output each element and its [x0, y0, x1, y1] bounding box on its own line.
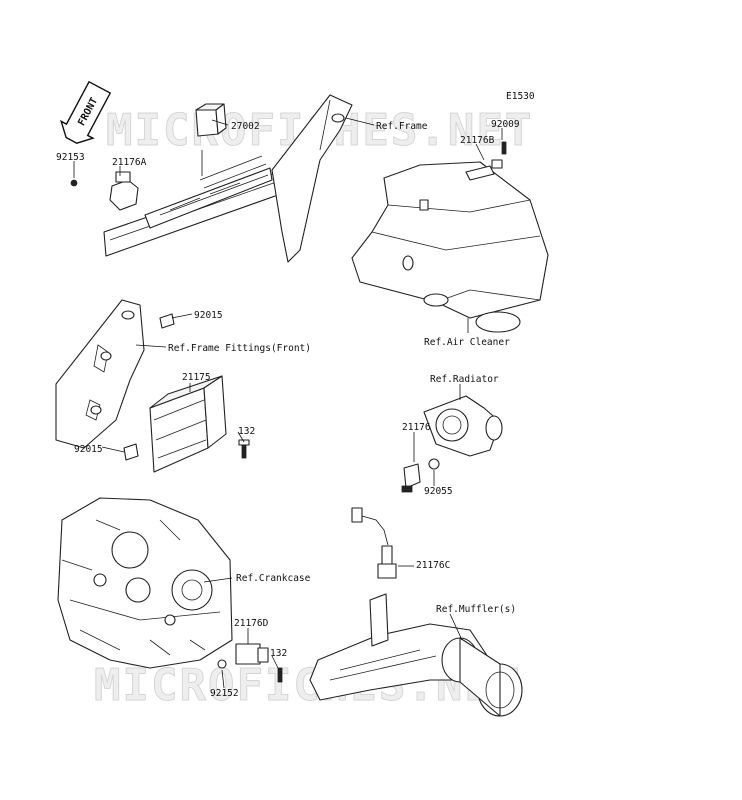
frame-drawing	[103, 94, 353, 263]
muffler-drawing	[309, 593, 523, 717]
radiator-thermostat-drawing	[401, 395, 503, 493]
diagram-code: E1530	[506, 91, 535, 102]
sensor-21176d-drawing	[217, 643, 283, 683]
ecu-21175-drawing	[149, 375, 250, 473]
front-arrow-icon: FRONT	[60, 80, 112, 144]
o2-sensor-21176c-drawing	[351, 507, 397, 579]
part-label-21175: 21175	[182, 372, 211, 383]
part-label-92055: 92055	[424, 486, 453, 497]
part-label-21176a: 21176A	[112, 157, 147, 168]
ref-label-frame: Ref.Frame	[376, 121, 428, 132]
part-label-27002: 27002	[231, 121, 260, 132]
part-label-21176d: 21176D	[234, 618, 269, 629]
part-label-21176b: 21176B	[460, 135, 495, 146]
part-label-132-bottom: 132	[270, 648, 287, 659]
part-label-92152: 92152	[210, 688, 239, 699]
part-label-21176c: 21176C	[416, 560, 450, 571]
part-label-92009: 92009	[491, 119, 520, 130]
ref-label-air-cleaner: Ref.Air Cleaner	[424, 337, 510, 348]
part-label-92153: 92153	[56, 152, 85, 163]
part-label-92015-top: 92015	[194, 310, 223, 321]
part-label-92015-bottom: 92015	[74, 444, 103, 455]
crankcase-drawing	[57, 497, 233, 669]
part-label-21176: 21176	[402, 422, 431, 433]
ref-label-muffler: Ref.Muffler(s)	[436, 604, 516, 615]
part-label-132-top: 132	[238, 426, 255, 437]
ref-label-radiator: Ref.Radiator	[430, 374, 499, 385]
frame-fittings-drawing	[55, 299, 175, 461]
ref-label-frame-fittings-front: Ref.Frame Fittings(Front)	[168, 343, 311, 354]
air-cleaner-drawing	[351, 141, 549, 333]
sensor-21176a-drawing	[70, 171, 139, 211]
leader-lines	[73, 117, 503, 689]
ref-label-crankcase: Ref.Crankcase	[236, 573, 311, 584]
